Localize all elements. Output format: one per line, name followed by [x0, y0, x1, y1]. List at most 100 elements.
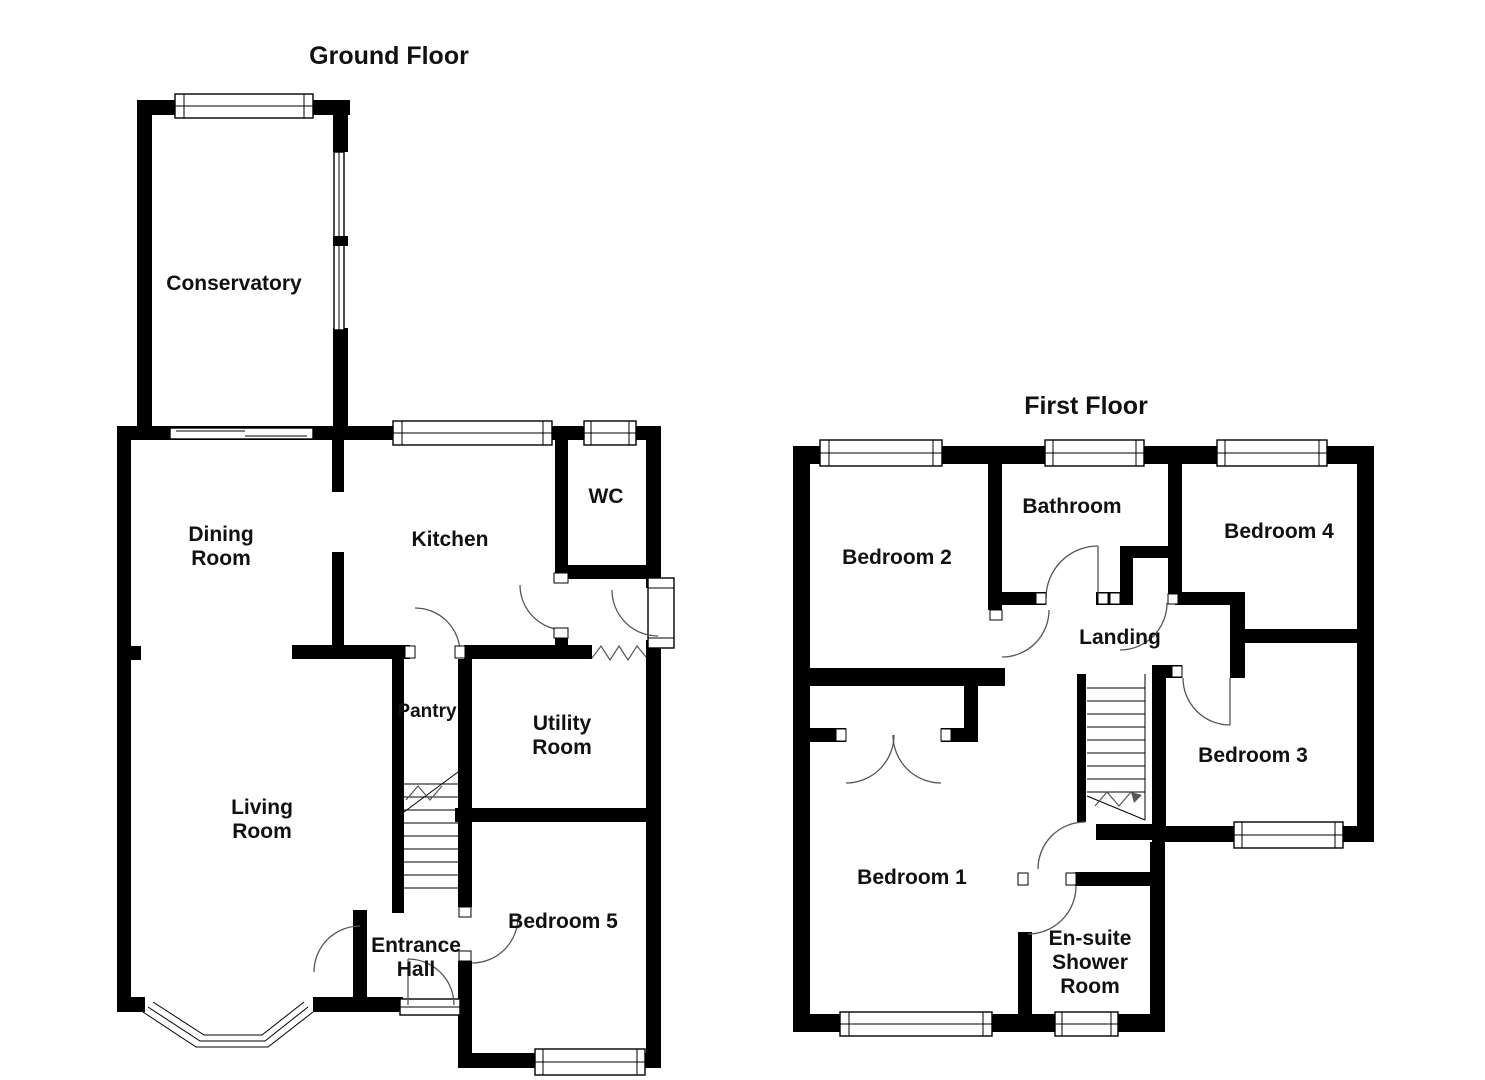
bedroom5-door-arc: [471, 916, 519, 964]
wall: [1152, 665, 1166, 840]
landing-door-arc: [1001, 609, 1050, 658]
label-utility-1: Utility: [533, 712, 592, 735]
pantry-door-arc: [414, 607, 461, 654]
label-pantry: Pantry: [397, 701, 457, 722]
wall: [1120, 546, 1177, 558]
bedroom5-window: [534, 1048, 646, 1076]
wall: [1075, 872, 1150, 886]
label-ensuite-1: En-suite: [1049, 927, 1132, 950]
label-utility-2: Room: [532, 736, 592, 759]
ensuite-door-arc: [1027, 885, 1077, 935]
conservatory-side-glazing: [333, 151, 348, 331]
door-jamb: [458, 950, 472, 962]
bay-window: [142, 1001, 314, 1048]
wall: [392, 645, 404, 913]
conservatory-rear-glazing: [169, 427, 314, 440]
label-bathroom: Bathroom: [1022, 495, 1121, 518]
label-ensuite-3: Room: [1060, 975, 1120, 998]
wall: [1096, 824, 1152, 840]
wall: [131, 646, 141, 660]
door-jamb: [1017, 872, 1029, 886]
wall: [332, 552, 344, 649]
label-bedroom4: Bedroom 4: [1224, 520, 1334, 543]
wall: [333, 328, 348, 435]
wall: [332, 440, 344, 492]
wall: [964, 674, 978, 742]
wall: [117, 426, 131, 1012]
label-dining-2: Room: [191, 547, 251, 570]
wall: [333, 100, 348, 152]
wc-window: [583, 420, 637, 446]
wall: [1242, 629, 1359, 643]
door-jamb: [458, 906, 472, 918]
door-jamb: [1065, 872, 1077, 886]
door-jamb: [835, 728, 847, 742]
living-hall-door-arc: [313, 925, 361, 973]
label-entrance-1: Entrance: [371, 934, 461, 957]
wall: [793, 728, 846, 742]
wall: [137, 100, 152, 435]
label-kitchen: Kitchen: [411, 528, 488, 551]
label-bedroom3: Bedroom 3: [1198, 744, 1308, 767]
wall: [805, 668, 1005, 686]
front-door: [399, 958, 461, 1016]
wall: [1150, 842, 1165, 1032]
rear-door: [611, 577, 675, 649]
wall: [988, 446, 1002, 610]
bathroom-window: [1044, 439, 1145, 467]
cupboard-door-arc: [1119, 602, 1168, 651]
wall: [1230, 592, 1245, 678]
label-bedroom2: Bedroom 2: [842, 546, 952, 569]
wall: [646, 426, 661, 1068]
door-jamb: [940, 728, 952, 742]
kitchen-window: [392, 420, 553, 446]
bathroom-door: [1045, 545, 1099, 599]
first-floor-title: First Floor: [1024, 392, 1148, 420]
wall: [313, 997, 403, 1012]
wall: [1175, 592, 1243, 605]
door-jamb: [553, 627, 569, 639]
label-ensuite-2: Shower: [1052, 951, 1128, 974]
wall: [1168, 446, 1182, 596]
door-jamb: [989, 609, 1003, 621]
bedroom1-window: [839, 1011, 993, 1037]
ground-floor-title: Ground Floor: [309, 42, 469, 70]
label-wc: WC: [589, 485, 624, 508]
door-jamb: [1109, 592, 1121, 605]
door-jamb: [1035, 592, 1047, 605]
wall-opening-zigzag: [591, 644, 647, 662]
bedroom3-door: [1182, 677, 1231, 726]
wall: [458, 961, 472, 1055]
door-jamb: [1097, 592, 1109, 605]
conservatory-window: [174, 93, 314, 119]
stair-door-arc: [1037, 821, 1086, 870]
wall: [458, 659, 472, 813]
wall: [464, 645, 592, 659]
bedroom4-window: [1216, 439, 1328, 467]
wall: [292, 645, 410, 659]
door-jamb: [553, 572, 569, 584]
first-floor-plan: First Floor Bedroom 2 Bathroom Bedroom 4…: [793, 392, 1374, 1037]
wall: [117, 997, 145, 1012]
wall: [988, 592, 1046, 605]
wall: [555, 440, 568, 583]
label-entrance-2: Hall: [397, 958, 436, 981]
label-landing: Landing: [1079, 626, 1161, 649]
bedroom2-window: [819, 439, 943, 467]
wall: [555, 565, 661, 579]
bedroom3-window: [1233, 821, 1344, 849]
door-jamb: [454, 645, 466, 659]
door-jamb: [404, 645, 416, 659]
first-floor-stairs: [1077, 674, 1146, 822]
label-conservatory: Conservatory: [166, 272, 302, 295]
ground-floor-plan: Ground Floor Conservatory Dining Room Ki…: [117, 42, 675, 1076]
kitchen-lobby-door-arc: [519, 584, 566, 631]
label-bedroom5: Bedroom 5: [508, 910, 618, 933]
wall: [1120, 546, 1133, 605]
wall: [458, 822, 472, 907]
label-living-1: Living: [231, 796, 293, 819]
wall: [1357, 446, 1374, 842]
wall: [1018, 932, 1032, 1014]
label-bedroom1: Bedroom 1: [857, 866, 967, 889]
